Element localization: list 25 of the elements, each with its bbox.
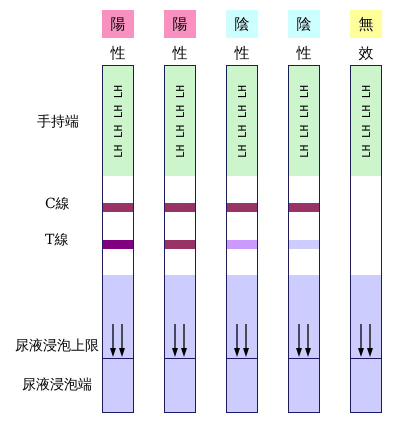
result-label-box: 陽	[102, 10, 134, 38]
side-label: T線	[45, 231, 68, 249]
side-label: 手持端	[37, 113, 79, 131]
strip-text: LH LH LH LH	[360, 84, 372, 158]
result-label-text: 性	[171, 44, 188, 63]
strip-text: LH LH LH LH	[298, 84, 310, 158]
strip-text: LH LH LH LH	[174, 84, 186, 158]
result-label-text: 性	[295, 44, 312, 63]
result-label-box: 陽	[164, 10, 196, 38]
result-label-text: 性	[233, 44, 250, 63]
result-label-box: 陰	[288, 10, 320, 38]
test-strip	[164, 65, 196, 413]
result-label-text: 效	[358, 44, 374, 63]
strip-text: LH LH LH LH	[236, 84, 248, 158]
strip-text: LH LH LH LH	[112, 84, 124, 158]
test-strip	[226, 65, 258, 413]
test-strip	[102, 65, 134, 413]
result-label-box: 無	[350, 10, 382, 38]
result-label-box: 陰	[226, 10, 258, 38]
result-label-text: 性	[109, 44, 126, 63]
test-strip	[350, 65, 382, 413]
side-label: 尿液浸泡上限	[15, 337, 99, 355]
side-label: C線	[45, 195, 70, 213]
test-strip	[288, 65, 320, 413]
side-label: 尿液浸泡端	[22, 376, 92, 394]
